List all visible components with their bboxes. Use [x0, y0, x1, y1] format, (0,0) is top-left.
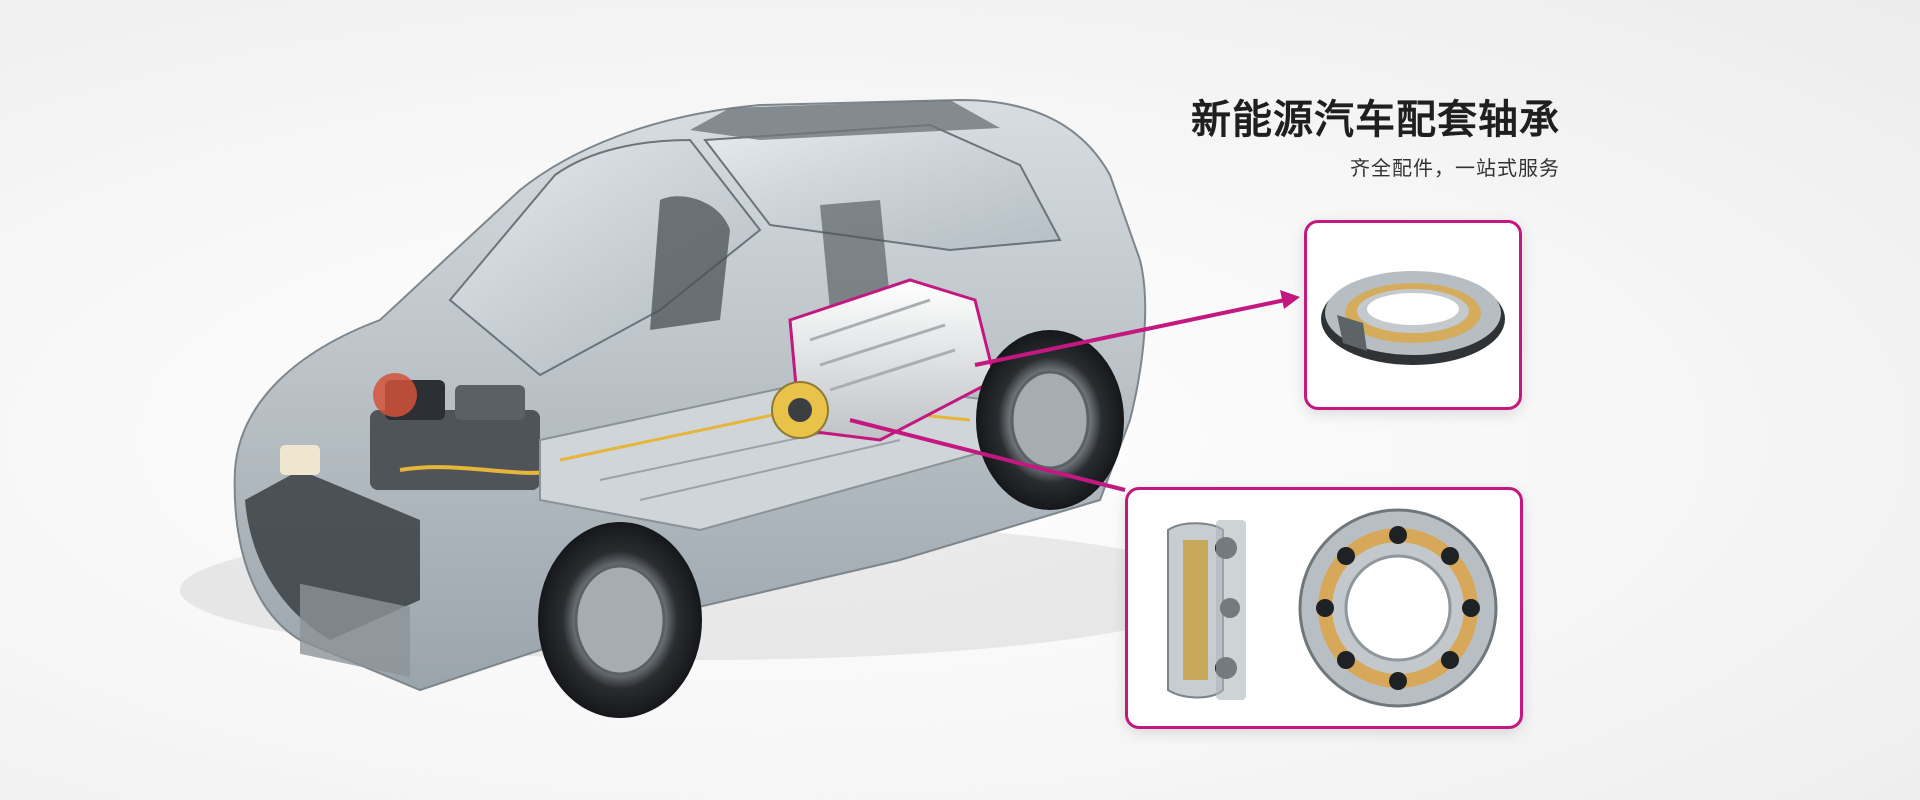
car-body: [233, 98, 1147, 692]
wheel-rear: [976, 330, 1124, 510]
electric-motor: [771, 278, 997, 442]
heading-block: 新能源汽车配套轴承 齐全配件，一站式服务: [1191, 96, 1560, 181]
bearing-cross-section-icon: [1167, 520, 1246, 700]
product-card-crossed-roller-bearing[interactable]: [1304, 220, 1522, 410]
page-title: 新能源汽车配套轴承: [1191, 97, 1560, 143]
wheel-front: [538, 522, 702, 718]
callout-arrows: [849, 290, 1300, 492]
crossed-roller-bearing-icon: [1321, 271, 1505, 365]
product-card-ball-bearings[interactable]: [1125, 487, 1523, 729]
page-subtitle: 齐全配件，一站式服务: [1350, 156, 1560, 180]
ball-bearing-icon: [1298, 508, 1498, 708]
